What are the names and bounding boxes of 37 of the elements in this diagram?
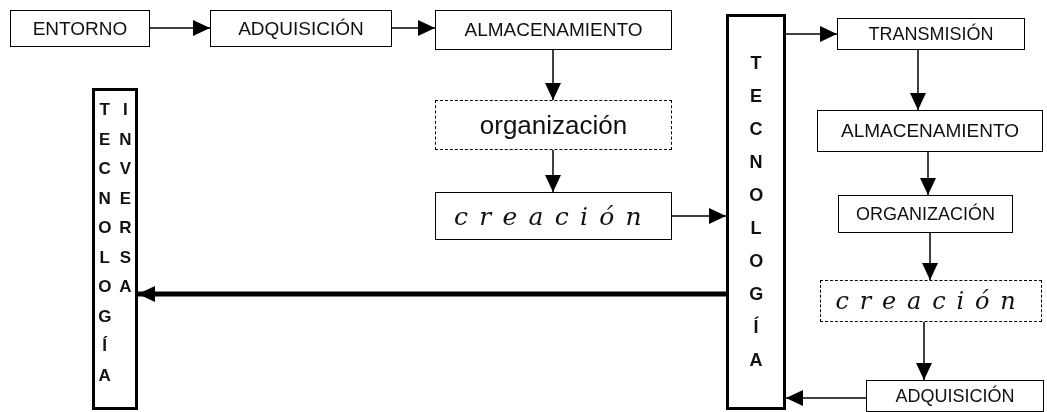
vertical-box — [726, 14, 786, 410]
box-label: ALMACENAMIENTO — [464, 19, 643, 41]
arrow — [149, 20, 211, 36]
process-box — [435, 10, 672, 50]
process-box — [210, 10, 392, 47]
arrow — [138, 286, 726, 302]
process-box — [435, 100, 672, 150]
process-box — [866, 380, 1044, 412]
box-label: TRANSMISIÓN — [868, 23, 994, 45]
box-label: creación — [835, 287, 1027, 315]
arrow — [910, 49, 926, 111]
box-label: ENTORNO — [32, 17, 128, 40]
vertical-label: TECNOLOGÍA — [749, 52, 763, 372]
process-box — [820, 280, 1042, 322]
arrow — [916, 321, 932, 381]
process-box — [817, 110, 1043, 152]
box-label: ALMACENAMIENTO — [840, 120, 1020, 142]
box-label: ADQUISICIÓN — [238, 17, 364, 40]
vertical-box — [92, 88, 138, 410]
arrow — [671, 208, 727, 224]
arrow — [920, 151, 936, 196]
process-box — [435, 192, 672, 240]
process-box — [838, 195, 1013, 233]
process-box — [837, 18, 1025, 50]
arrow — [391, 20, 436, 36]
arrow — [922, 232, 938, 281]
box-label: creación — [454, 201, 653, 231]
vertical-label: INVERSA — [119, 99, 132, 298]
process-box — [10, 10, 150, 47]
arrow — [785, 390, 867, 406]
box-label: organización — [479, 109, 628, 141]
vertical-label: TECNOLOGÍA — [98, 99, 111, 387]
arrow — [545, 49, 561, 101]
box-label: ADQUISICIÓN — [895, 385, 1015, 407]
box-label: ORGANIZACIÓN — [856, 203, 995, 225]
arrow — [545, 149, 561, 193]
arrow — [785, 26, 838, 42]
